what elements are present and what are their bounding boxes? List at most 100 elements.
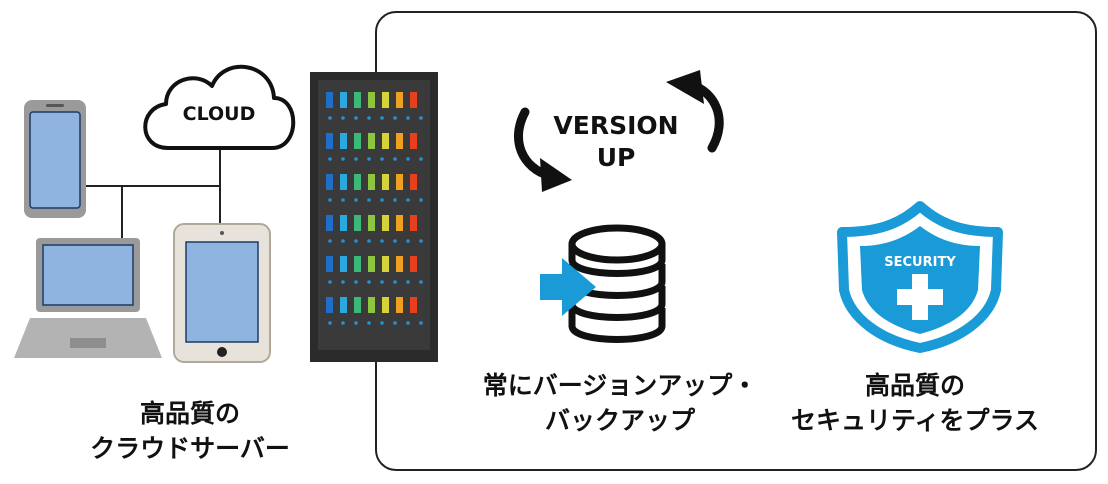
server-vent-dot (328, 198, 332, 202)
server-vent-dot (367, 116, 371, 120)
server-led (340, 133, 347, 149)
server-led (382, 297, 389, 313)
server-vent-dot (419, 280, 423, 284)
server-vent-dot (341, 280, 345, 284)
server-led (354, 215, 361, 231)
refresh-arrows-icon (514, 70, 724, 192)
shield-icon: SECURITY (837, 201, 1003, 353)
laptop-icon (14, 238, 162, 358)
server-led (368, 215, 375, 231)
server-led (326, 174, 333, 190)
security-badge-text: SECURITY (884, 255, 956, 270)
plus-icon (897, 274, 943, 320)
server-led (396, 133, 403, 149)
server-vent-dot (419, 116, 423, 120)
smartphone-icon (24, 100, 86, 218)
server-led (354, 92, 361, 108)
server-vent-dot (354, 116, 358, 120)
server-vent-dot (328, 116, 332, 120)
server-led (396, 92, 403, 108)
server-rack-icon (310, 72, 438, 362)
server-led (382, 256, 389, 272)
server-vent-dot (406, 239, 410, 243)
server-vent-dot (328, 280, 332, 284)
server-vent-dot (367, 239, 371, 243)
server-led (410, 92, 417, 108)
server-vent-dot (380, 116, 384, 120)
server-vent-dot (367, 157, 371, 161)
server-vent-dot (367, 198, 371, 202)
caption-cloud-server: 高品質の クラウドサーバー (40, 396, 340, 466)
caption-cloud-server-line2: クラウドサーバー (90, 434, 290, 463)
server-led (396, 256, 403, 272)
server-led (354, 297, 361, 313)
server-vent-dot (341, 321, 345, 325)
server-led (368, 256, 375, 272)
server-led (354, 256, 361, 272)
server-vent-dot (419, 239, 423, 243)
version-up-line2: UP (597, 143, 636, 172)
caption-backup-line2: バックアップ (544, 406, 695, 435)
server-led (368, 174, 375, 190)
server-led (368, 92, 375, 108)
server-vent-dot (406, 157, 410, 161)
server-led (410, 297, 417, 313)
caption-security: 高品質の セキュリティをプラス (770, 368, 1060, 438)
server-vent-dot (328, 321, 332, 325)
server-vent-dot (393, 198, 397, 202)
server-vent-dot (380, 321, 384, 325)
server-led (340, 174, 347, 190)
server-vent-dot (406, 321, 410, 325)
server-led (340, 297, 347, 313)
server-led (326, 256, 333, 272)
caption-backup: 常にバージョンアップ・ バックアップ (450, 368, 790, 438)
server-led (326, 92, 333, 108)
server-vent-dot (406, 198, 410, 202)
server-vent-dot (393, 157, 397, 161)
server-vent-dot (341, 239, 345, 243)
server-led (396, 297, 403, 313)
server-vent-dot (380, 157, 384, 161)
server-led (382, 215, 389, 231)
server-led (396, 174, 403, 190)
server-led (326, 297, 333, 313)
server-led (326, 215, 333, 231)
server-led (340, 256, 347, 272)
server-vent-dot (406, 280, 410, 284)
server-led (368, 297, 375, 313)
server-vent-dot (406, 116, 410, 120)
network-lines (85, 148, 221, 238)
server-vent-dot (419, 157, 423, 161)
tablet-icon (173, 223, 271, 363)
server-vent-dot (393, 321, 397, 325)
server-vent-dot (341, 157, 345, 161)
server-led (340, 92, 347, 108)
server-led (354, 174, 361, 190)
server-vent-dot (419, 321, 423, 325)
server-led (340, 215, 347, 231)
server-vent-dot (354, 198, 358, 202)
server-vent-dot (380, 280, 384, 284)
arrow-right-icon (540, 258, 596, 316)
cloud-label: CLOUD (183, 103, 256, 125)
caption-backup-line1: 常にバージョンアップ・ (482, 371, 758, 400)
server-vent-dot (419, 198, 423, 202)
server-led (396, 215, 403, 231)
server-led (410, 133, 417, 149)
server-vent-dot (341, 116, 345, 120)
server-led (410, 215, 417, 231)
server-led (382, 133, 389, 149)
caption-security-line1: 高品質の (864, 371, 965, 400)
server-led (382, 174, 389, 190)
caption-cloud-server-line1: 高品質の (139, 399, 240, 428)
server-vent-dot (341, 198, 345, 202)
caption-security-line2: セキュリティをプラス (790, 406, 1039, 435)
server-vent-dot (354, 280, 358, 284)
server-vent-dot (380, 239, 384, 243)
version-up-line1: VERSION (553, 111, 678, 140)
server-vent-dot (328, 157, 332, 161)
server-vent-dot (367, 321, 371, 325)
server-led (326, 133, 333, 149)
